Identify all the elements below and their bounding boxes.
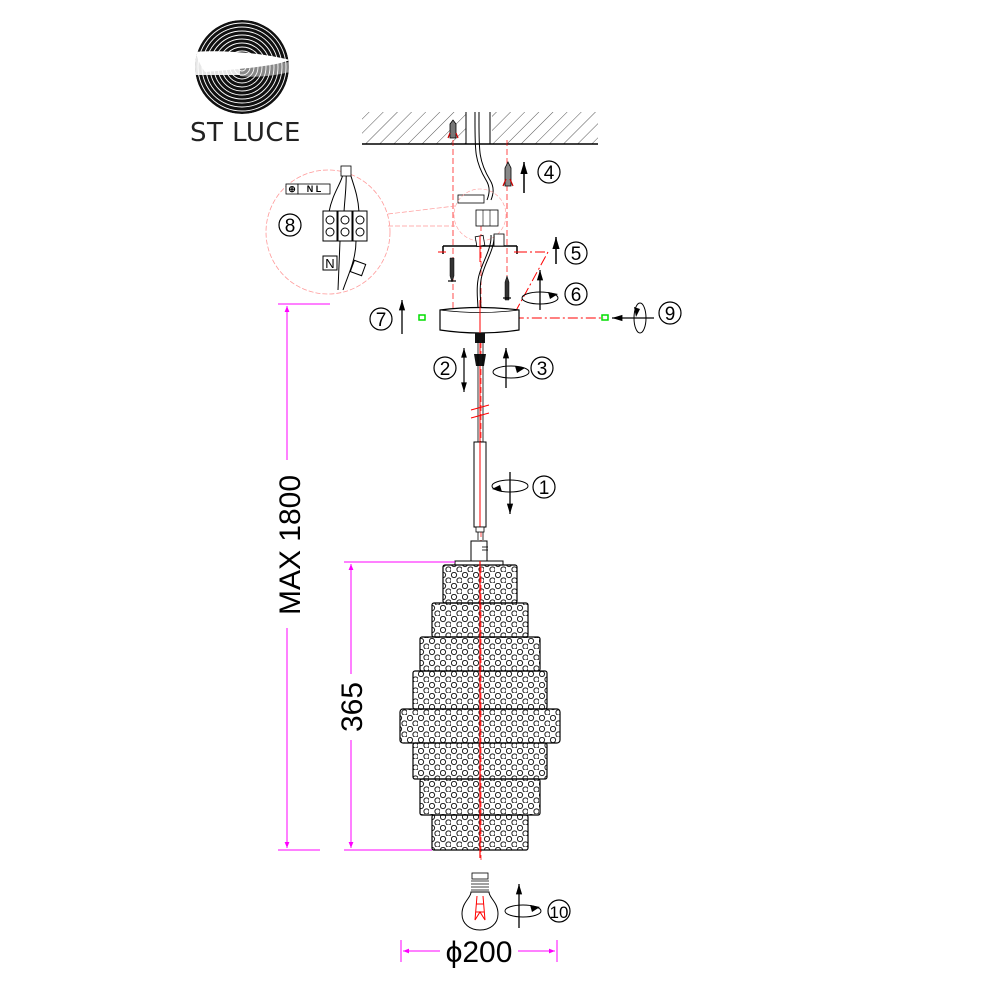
side-screw-icon <box>418 314 426 321</box>
step-3: 3 <box>492 348 554 388</box>
step-2-label: 2 <box>440 359 451 380</box>
step-7: 7 <box>369 300 406 334</box>
step-9-label: 9 <box>665 304 676 325</box>
step-10-label: 10 <box>550 903 569 922</box>
step-3-label: 3 <box>537 359 548 380</box>
cord-grip <box>470 340 490 540</box>
step-1: 1 <box>491 472 556 514</box>
ceiling-dowel-icon <box>447 119 459 139</box>
step-8-label: 8 <box>285 216 296 237</box>
terminal-block-small <box>457 194 499 227</box>
terminal-nl-label: N L <box>307 184 322 194</box>
step-1-label: 1 <box>539 478 550 499</box>
step-2: 2 <box>433 347 467 393</box>
screw-icon <box>503 275 511 301</box>
dimension-max-height: MAX 1800 <box>274 303 330 851</box>
earth-symbol: ⊕ <box>288 184 296 194</box>
brand-name: ST LUCE <box>190 118 301 148</box>
neutral-tag: N <box>325 256 334 271</box>
step-9: 9 <box>612 301 682 334</box>
diameter-label: ϕ200 <box>446 936 513 969</box>
step-6: 6 <box>521 270 588 310</box>
step-5-label: 5 <box>571 244 582 265</box>
dimension-shade-height: 365 <box>336 561 455 851</box>
step-4-dowel: 4 <box>502 160 561 193</box>
step-6-label: 6 <box>571 285 582 306</box>
dimension-diameter: ϕ200 <box>400 936 558 969</box>
mounting-bracket <box>438 233 522 262</box>
screw-icon <box>448 257 456 283</box>
shade-cap <box>454 540 504 566</box>
step-10: 10 <box>504 884 571 928</box>
wiring-detail: ⊕ N L N 8 <box>265 165 456 295</box>
step-7-label: 7 <box>376 310 387 331</box>
light-bulb-icon <box>461 872 499 931</box>
step-5: 5 <box>552 237 588 265</box>
max-height-label: MAX 1800 <box>274 475 307 615</box>
step-4-label: 4 <box>544 163 555 184</box>
lamp-shade <box>399 564 561 851</box>
shade-height-label: 365 <box>336 682 369 732</box>
swirl-s-logo-icon <box>195 20 289 114</box>
ceiling <box>362 112 598 145</box>
side-screw-icon <box>601 314 609 321</box>
